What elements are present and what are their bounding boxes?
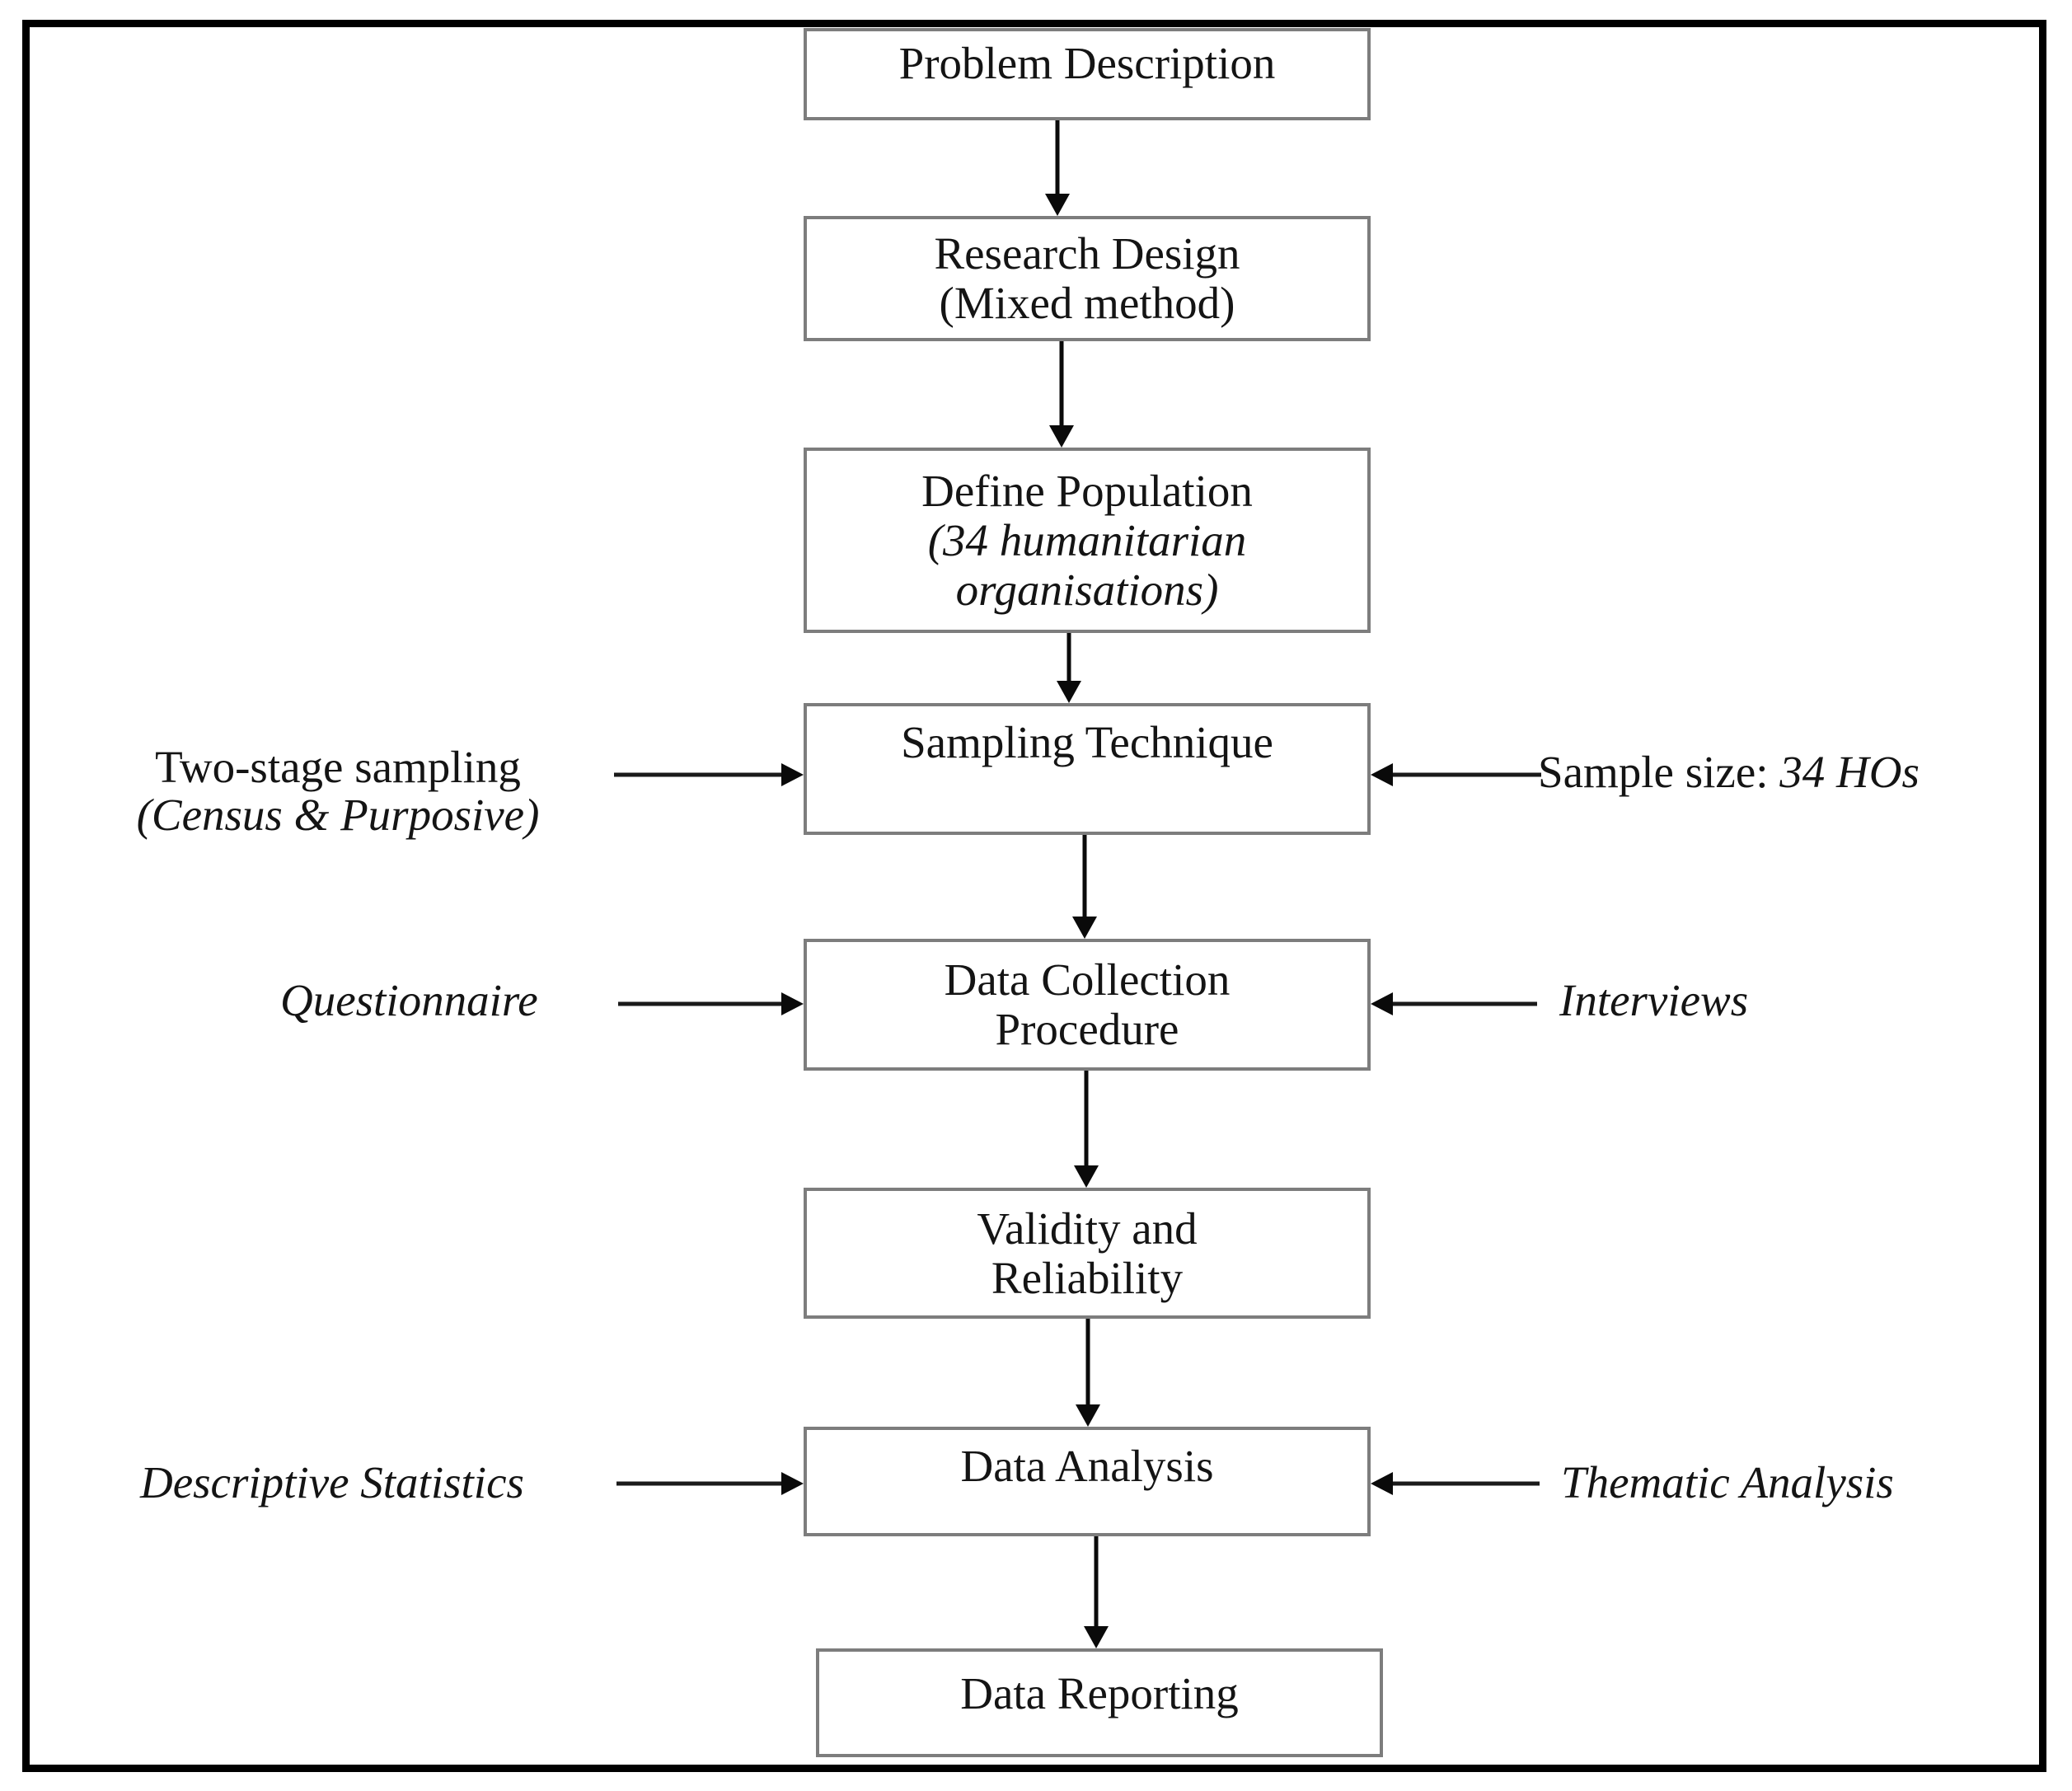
- arrow-validity-to-analysis: [1076, 1319, 1100, 1427]
- arrow-shaft: [1082, 835, 1087, 919]
- arrowhead-left-icon: [1371, 992, 1393, 1015]
- arrow-population-to-sampling: [1057, 633, 1081, 703]
- arrow-shaft: [1094, 1536, 1099, 1629]
- arrowhead-left-icon: [1371, 1472, 1393, 1495]
- arrowhead-down-icon: [1045, 194, 1070, 216]
- arrow-shaft: [1390, 1481, 1540, 1486]
- arrow-two-stage-to-sampling: [614, 762, 804, 787]
- flowchart-box-problem-description: Problem Description: [804, 28, 1371, 120]
- annotation-interviews: Interviews: [1559, 975, 1749, 1025]
- annotation-thematic-analysis: Thematic Analysis: [1561, 1457, 1894, 1507]
- box-label: Data Collection: [944, 954, 1231, 1005]
- arrow-collection-to-validity: [1074, 1071, 1099, 1188]
- flowchart-box-data-collection-procedure: Data Collection Procedure: [804, 939, 1371, 1071]
- arrowhead-right-icon: [781, 763, 804, 786]
- arrowhead-down-icon: [1084, 1626, 1109, 1648]
- arrowhead-right-icon: [781, 1472, 804, 1495]
- box-label: organisations): [955, 564, 1219, 615]
- arrow-descriptive-to-analysis: [616, 1471, 804, 1496]
- box-label: (Mixed method): [939, 278, 1235, 328]
- arrowhead-right-icon: [781, 992, 804, 1015]
- box-label: Problem Description: [898, 38, 1276, 88]
- flowchart-box-research-design: Research Design (Mixed method): [804, 216, 1371, 341]
- arrow-thematic-to-analysis: [1371, 1471, 1540, 1496]
- arrow-design-to-population: [1049, 341, 1074, 448]
- arrow-shaft: [618, 1001, 784, 1006]
- arrow-shaft: [1066, 633, 1071, 683]
- flowchart-box-sampling-technique: Sampling Technique: [804, 703, 1371, 835]
- arrow-shaft: [614, 772, 784, 777]
- box-label: Data Reporting: [960, 1668, 1239, 1718]
- arrow-shaft: [1085, 1319, 1090, 1407]
- arrow-shaft: [1390, 772, 1541, 777]
- annotation-line: (Census & Purposive): [136, 790, 540, 840]
- arrow-analysis-to-reporting: [1084, 1536, 1109, 1648]
- arrowhead-down-icon: [1072, 917, 1097, 939]
- box-label: Research Design: [934, 228, 1240, 279]
- arrow-shaft: [1055, 120, 1060, 196]
- box-label: (34 humanitarian: [927, 514, 1247, 565]
- box-label: Validity and: [977, 1203, 1198, 1254]
- flowchart-box-data-reporting: Data Reporting: [816, 1648, 1383, 1757]
- arrowhead-down-icon: [1076, 1404, 1100, 1427]
- arrowhead-down-icon: [1049, 425, 1074, 448]
- arrowhead-down-icon: [1074, 1165, 1099, 1188]
- flowchart-box-validity-reliability: Validity and Reliability: [804, 1188, 1371, 1319]
- arrow-sample-size-to-sampling: [1371, 762, 1541, 787]
- arrow-shaft: [1059, 341, 1064, 428]
- annotation-sample-size: Sample size: 34 HOs: [1538, 748, 1920, 796]
- box-label: Procedure: [995, 1004, 1179, 1054]
- annotation-value: 34 HOs: [1779, 747, 1920, 797]
- arrow-shaft: [1390, 1001, 1537, 1006]
- annotation-line: Two-stage sampling: [155, 742, 521, 792]
- box-label: Reliability: [991, 1252, 1184, 1303]
- annotation-descriptive-statistics: Descriptive Statistics: [140, 1457, 524, 1507]
- arrow-shaft: [1084, 1071, 1089, 1168]
- annotation-questionnaire: Questionnaire: [280, 975, 538, 1025]
- flowchart-box-data-analysis: Data Analysis: [804, 1427, 1371, 1536]
- box-label: Sampling Technique: [901, 717, 1273, 767]
- arrow-questionnaire-to-collection: [618, 992, 804, 1016]
- arrow-interviews-to-collection: [1371, 992, 1537, 1016]
- diagram-border-frame: [22, 20, 2046, 1772]
- annotation-two-stage-sampling: Two-stage sampling (Census & Purposive): [49, 743, 626, 839]
- arrow-sampling-to-collection: [1072, 835, 1097, 939]
- box-label: Data Analysis: [960, 1441, 1214, 1491]
- arrowhead-left-icon: [1371, 763, 1393, 786]
- arrow-problem-to-design: [1045, 120, 1070, 216]
- flowchart-box-define-population: Define Population (34 humanitarian organ…: [804, 448, 1371, 633]
- arrow-shaft: [616, 1481, 784, 1486]
- arrowhead-down-icon: [1057, 681, 1081, 703]
- annotation-text: Sample size:: [1538, 747, 1780, 797]
- box-label: Define Population: [921, 465, 1253, 516]
